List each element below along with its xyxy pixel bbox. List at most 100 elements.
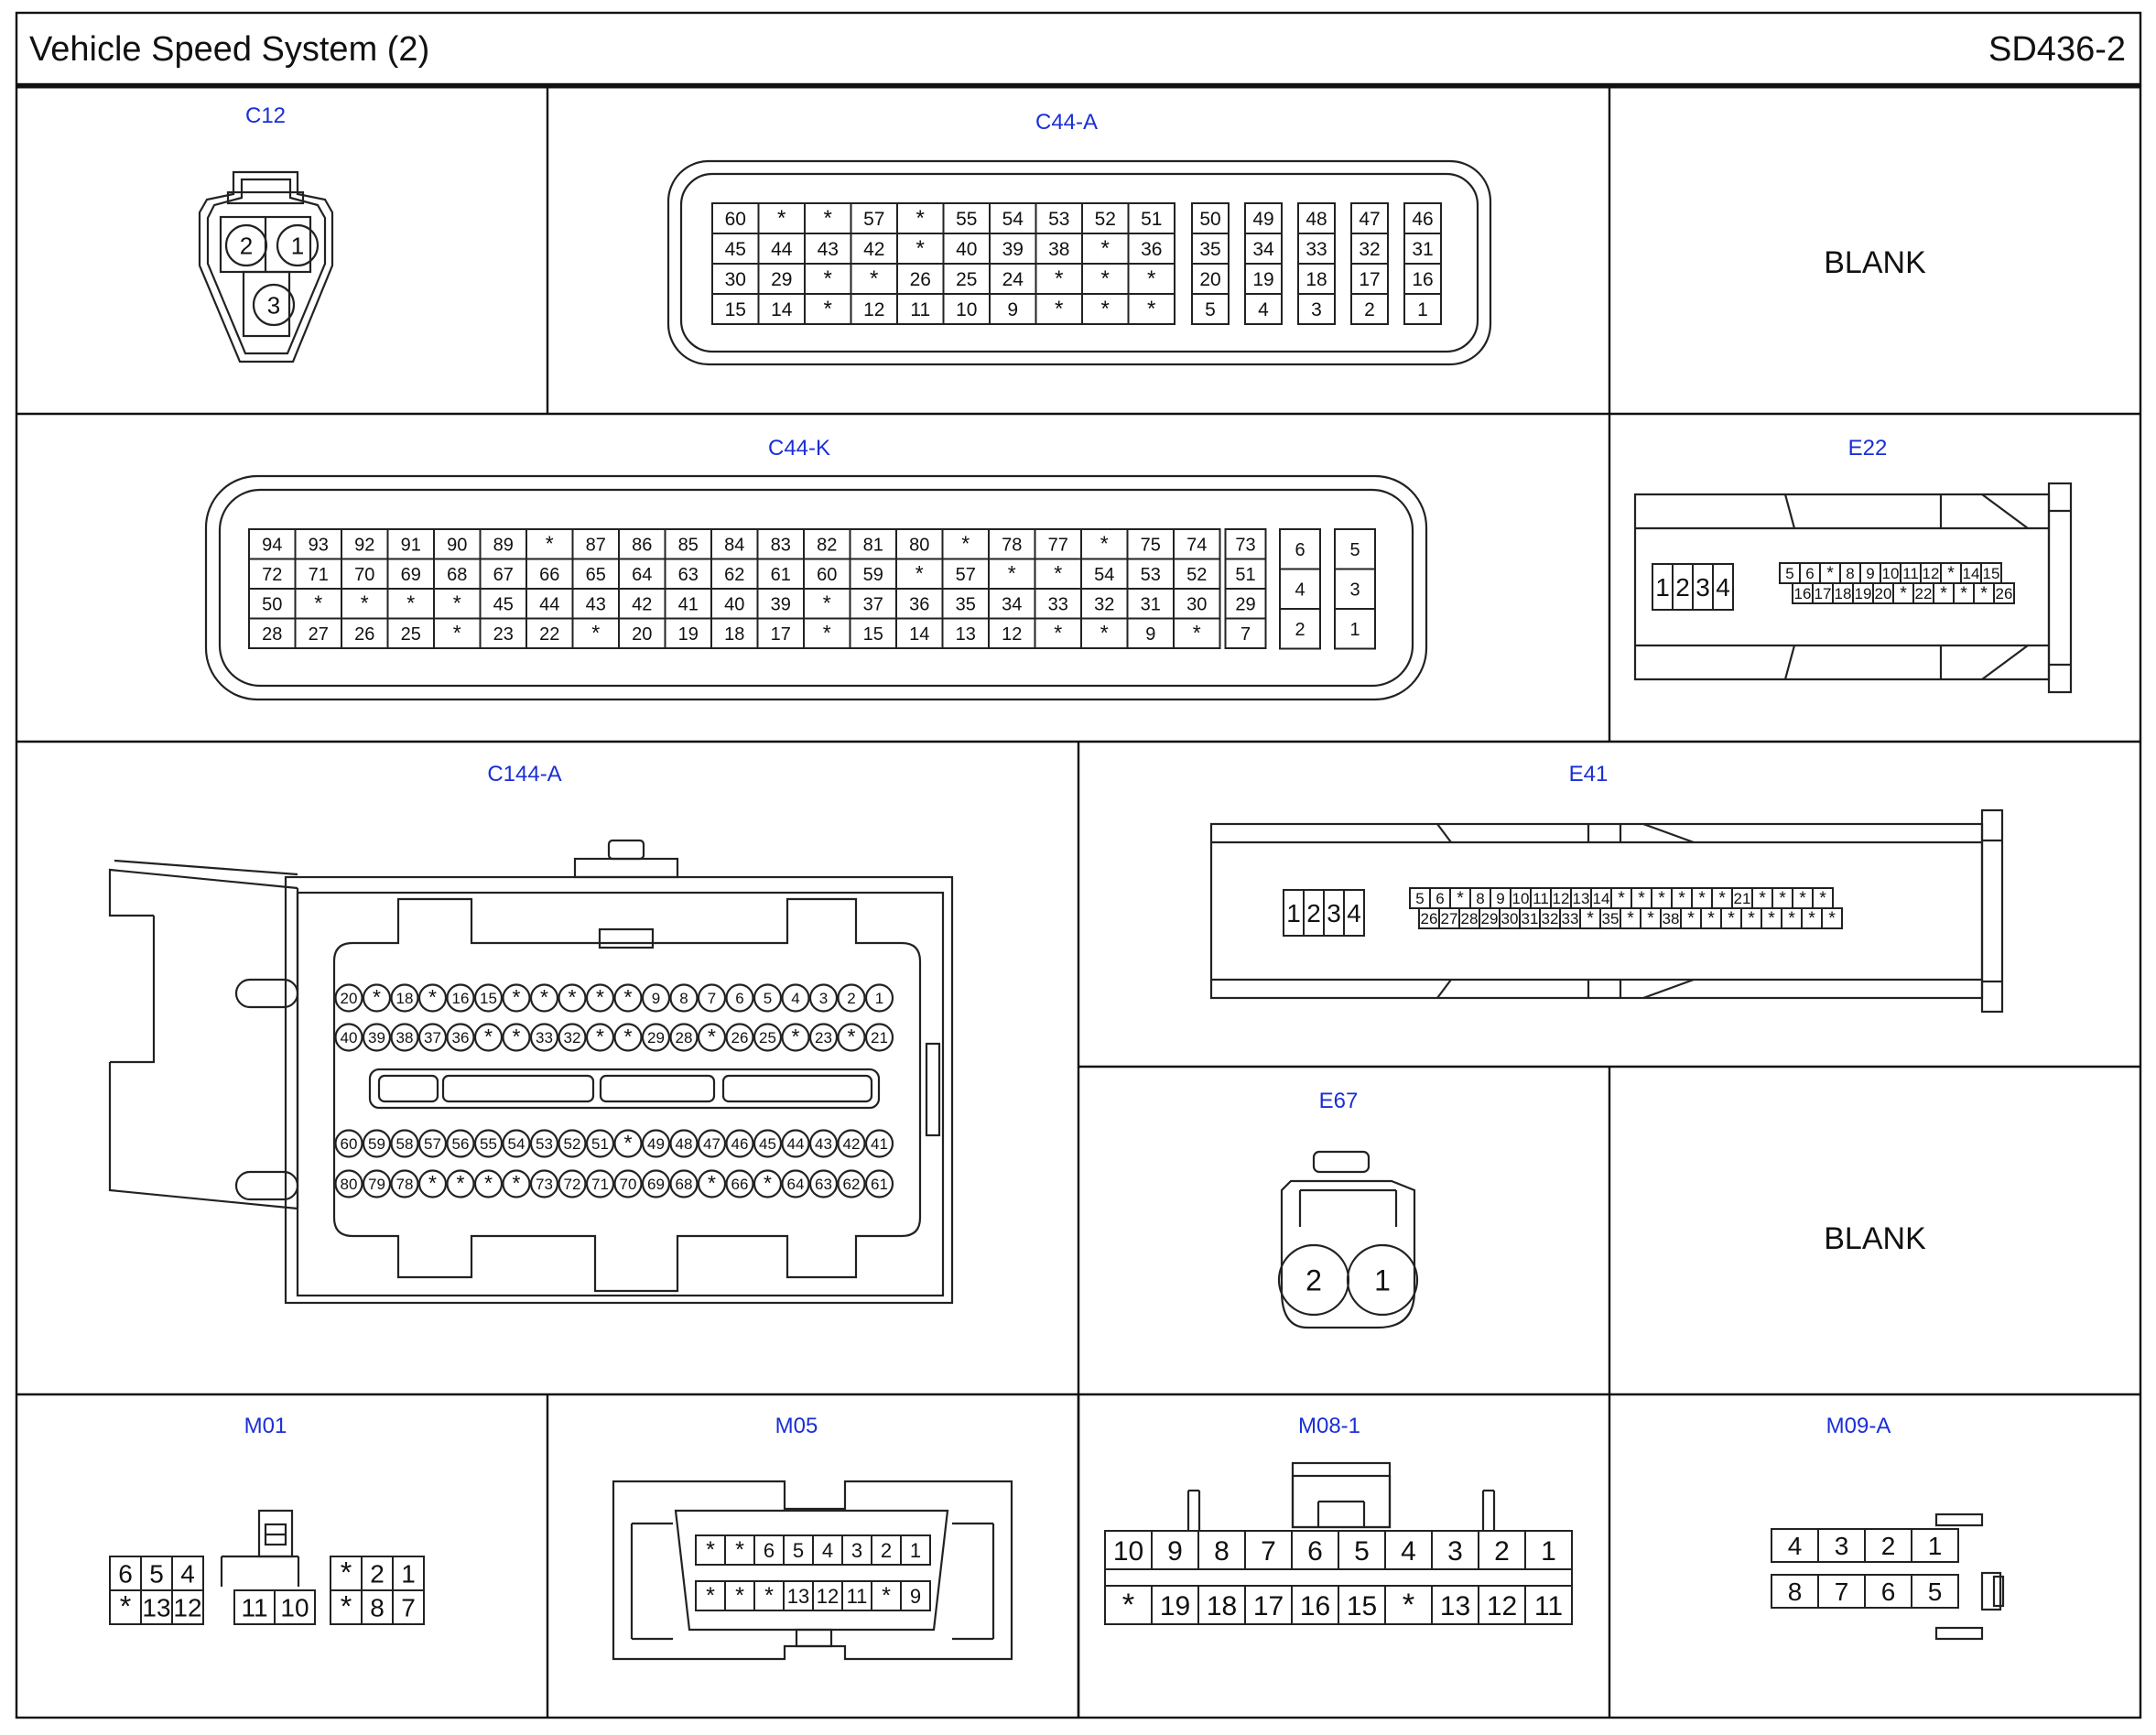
pin-cell <box>502 1169 531 1198</box>
pin-cell <box>417 1169 448 1198</box>
pin-label: 64 <box>632 565 652 585</box>
pin-label: 3 <box>1835 1532 1849 1560</box>
pin-cell <box>864 1023 894 1052</box>
pin-label: * <box>1457 888 1464 908</box>
pin-label: 50 <box>1199 209 1220 230</box>
pin-label: * <box>540 985 548 1009</box>
pin-label: * <box>1101 236 1111 261</box>
pin-label: * <box>513 985 521 1009</box>
pin-label: 90 <box>447 535 467 555</box>
pin-label: 77 <box>1048 535 1068 555</box>
pin-label: 13 <box>1573 890 1590 907</box>
pin-label: * <box>1147 266 1156 291</box>
pin-label: 28 <box>262 624 282 645</box>
pin-label: * <box>1638 888 1645 908</box>
connector-label-m05: M05 <box>775 1414 818 1438</box>
pin-cell <box>864 1129 894 1158</box>
pin-label: 18 <box>1306 269 1327 290</box>
pin-cell <box>1334 608 1376 650</box>
pin-label: 23 <box>493 624 514 645</box>
pin-label: 14 <box>1963 565 1980 582</box>
pin-label: * <box>1828 908 1836 928</box>
pin-label: 9 <box>1007 299 1018 320</box>
pin-label: 17 <box>771 624 791 645</box>
pin-label: 61 <box>771 565 791 585</box>
pin-label: 5 <box>1785 565 1793 582</box>
pin-label: 6 <box>1295 540 1305 560</box>
pin-label: 29 <box>771 269 792 290</box>
pin-label: * <box>1627 908 1634 928</box>
pin-label: 73 <box>1235 535 1255 555</box>
pin-cell <box>753 1169 783 1198</box>
pin-cell <box>585 1129 615 1158</box>
pin-label: 4 <box>1295 580 1305 600</box>
pin-label: 10 <box>280 1594 309 1622</box>
pin-cell <box>529 1023 559 1052</box>
pin-label: 1 <box>1417 299 1428 320</box>
connector-label-c12: C12 <box>245 103 286 128</box>
pin-label: 47 <box>1359 209 1380 230</box>
pin-cell <box>362 983 392 1013</box>
pin-cell <box>417 1023 448 1052</box>
pin-cell <box>1911 1528 1959 1563</box>
pin-label: 63 <box>815 1176 832 1193</box>
pin-label: * <box>484 1171 493 1195</box>
pin-label: 4 <box>822 1539 833 1562</box>
pin-cell <box>781 1169 810 1198</box>
pin-cell <box>725 1023 754 1052</box>
pin-cell <box>362 1023 392 1052</box>
pin-label: 28 <box>676 1029 693 1046</box>
pin-label: 62 <box>724 565 744 585</box>
pin-label: 42 <box>863 239 884 260</box>
connector-label-c44a: C44-A <box>1035 110 1098 135</box>
pin-label: 14 <box>771 299 793 320</box>
pin-label: 60 <box>817 565 837 585</box>
pin-label: * <box>314 591 322 614</box>
pin-label: 6 <box>1805 565 1814 582</box>
pin-cell <box>558 983 587 1013</box>
pin-label: 20 <box>1875 585 1892 602</box>
connector-label-e22: E22 <box>1848 436 1888 461</box>
pin-cell <box>697 1023 727 1052</box>
pin-cell <box>900 1580 931 1611</box>
pin-label: 51 <box>1141 209 1162 230</box>
pin-label: 26 <box>1996 585 2013 602</box>
pin-label: 12 <box>1002 624 1022 645</box>
pin-cell <box>725 1129 754 1158</box>
pin-label: * <box>1618 888 1625 908</box>
pin-cell <box>417 983 448 1013</box>
pin-label: 6 <box>764 1539 775 1562</box>
pin-label: 37 <box>424 1029 441 1046</box>
pin-label: 54 <box>1002 209 1024 230</box>
pin-cell <box>446 1023 475 1052</box>
pin-label: 5 <box>793 1539 804 1562</box>
pin-label: 53 <box>1141 565 1161 585</box>
pin-label: 8 <box>1788 1578 1803 1606</box>
pin-cell <box>473 1169 504 1198</box>
pin-label: 7 <box>1241 624 1251 645</box>
connector-label-m09a: M09-A <box>1826 1414 1891 1438</box>
pin-label: * <box>735 1583 744 1609</box>
pin-label: 9 <box>1496 890 1504 907</box>
pin-label: 29 <box>647 1029 665 1046</box>
pin-label: 1 <box>910 1539 921 1562</box>
pin-cell <box>808 1129 839 1158</box>
pin-label: * <box>546 531 554 555</box>
pin-label: 55 <box>956 209 977 230</box>
pin-cell <box>529 983 559 1013</box>
blank-panel-label: BLANK <box>1824 245 1926 280</box>
pin-cell <box>276 223 320 267</box>
pin-label: * <box>882 1583 891 1609</box>
pin-cell <box>334 1129 363 1158</box>
pin-cell <box>390 1129 419 1158</box>
pin-label: 41 <box>678 594 699 614</box>
pin-label: * <box>1101 266 1111 291</box>
pin-label: 34 <box>1002 594 1022 614</box>
